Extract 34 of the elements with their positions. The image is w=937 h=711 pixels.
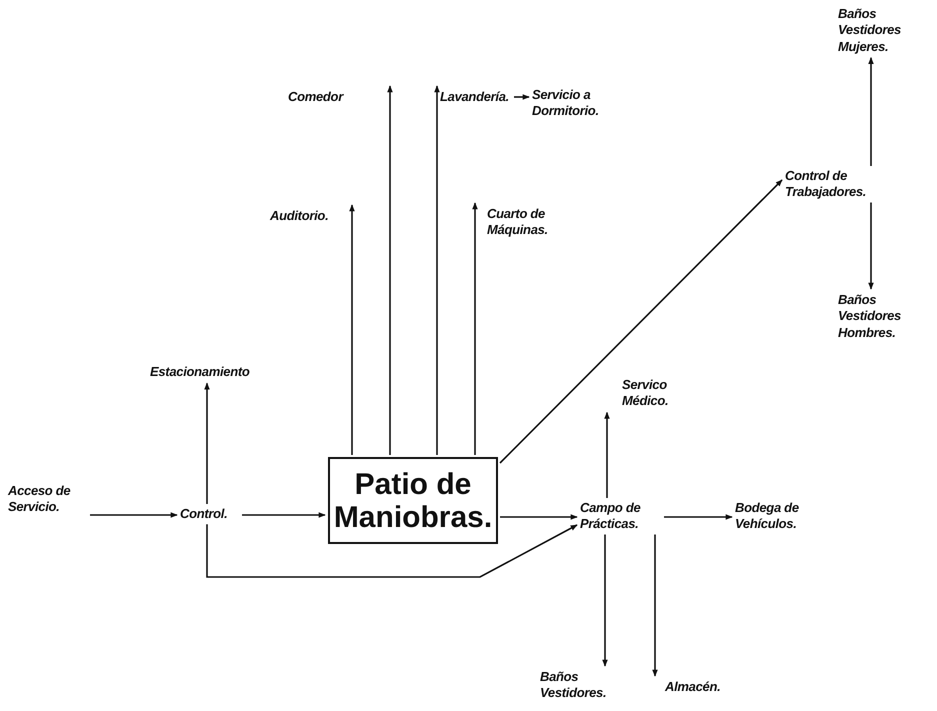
arrow bbox=[604, 412, 610, 498]
arrow bbox=[206, 524, 578, 578]
area-label: Acceso de Servicio. bbox=[8, 483, 88, 516]
area-label: Servicio a Dormitorio. bbox=[532, 87, 622, 120]
arrow bbox=[500, 514, 578, 520]
arrow bbox=[434, 85, 440, 455]
area-label: Control. bbox=[180, 506, 240, 522]
area-label: Baños Vestidores. bbox=[540, 669, 610, 702]
arrow bbox=[472, 202, 478, 455]
area-label: Auditorio. bbox=[270, 208, 342, 224]
arrow bbox=[349, 204, 355, 455]
area-label: Cuarto de Máquinas. bbox=[487, 206, 567, 238]
area-label: Servico Médico. bbox=[622, 377, 692, 410]
arrow bbox=[514, 94, 530, 100]
arrow bbox=[602, 534, 608, 667]
area-label: Lavandería. bbox=[440, 89, 512, 106]
arrow bbox=[242, 512, 326, 518]
arrow bbox=[652, 534, 658, 677]
arrow bbox=[90, 512, 178, 518]
area-label: Baños Vestidores Hombres. bbox=[838, 292, 930, 341]
area-label: Campo de Prácticas. bbox=[580, 500, 662, 532]
arrow bbox=[664, 514, 733, 520]
area-label: Estacionamiento bbox=[150, 364, 270, 380]
process-box: Patio de Maniobras. bbox=[328, 457, 498, 544]
area-label: Almacén. bbox=[665, 679, 727, 696]
arrow bbox=[387, 85, 393, 455]
area-label: Comedor bbox=[288, 89, 350, 106]
arrow bbox=[499, 179, 783, 464]
arrow bbox=[868, 202, 874, 290]
area-label: Baños Vestidores Mujeres. bbox=[838, 6, 928, 55]
arrow bbox=[204, 382, 210, 504]
area-label: Control de Trabajadores. bbox=[785, 168, 897, 200]
arrow bbox=[868, 57, 874, 166]
area-label: Bodega de Vehículos. bbox=[735, 500, 825, 532]
